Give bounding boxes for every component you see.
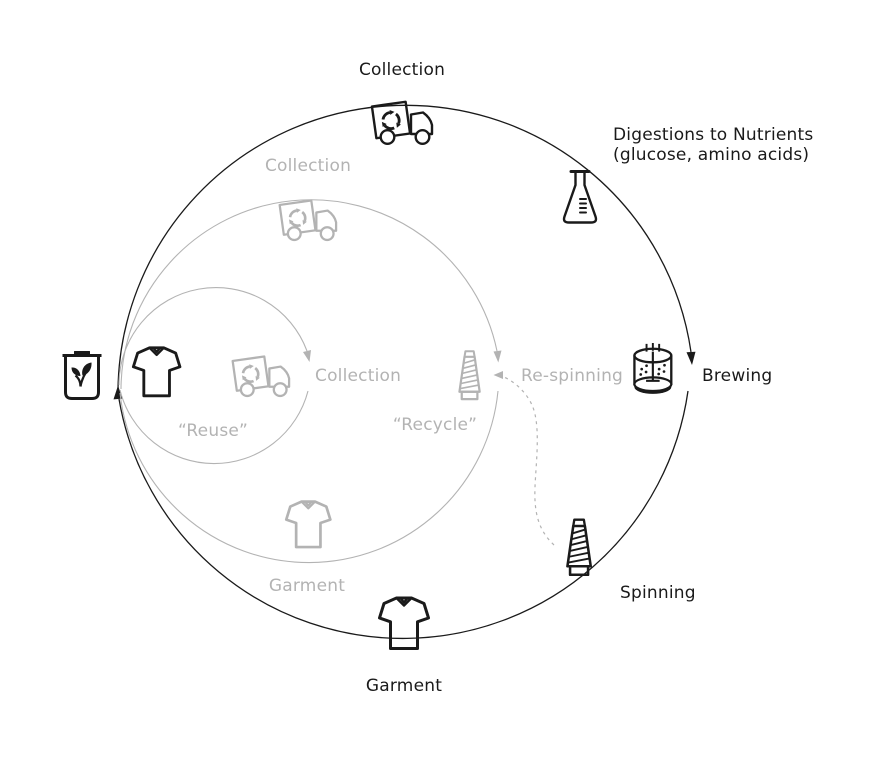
label-collection-outer: Collection	[359, 60, 445, 80]
recycle-arc-bottom	[119, 390, 499, 564]
spinning-to-respinning-link	[493, 371, 555, 546]
respinning-yarn-cone-icon	[458, 350, 481, 401]
label-spinning: Spinning	[620, 583, 696, 603]
label-digestion-line1: Digestions to Nutrients	[613, 125, 813, 145]
label-digestion-line2: (glucose, amino acids)	[613, 145, 809, 165]
garment-recycle-icon	[284, 500, 332, 549]
brewing-bioreactor-icon	[633, 341, 673, 396]
digestion-flask-icon	[562, 170, 598, 224]
consumer-garment-icon	[131, 346, 182, 398]
compost-bin-icon	[61, 350, 103, 400]
dashed-respin-path	[503, 376, 555, 546]
arrow-dashed-respin-icon	[493, 371, 503, 379]
label-collection-reuse: Collection	[315, 366, 401, 386]
label-garment-recycle: Garment	[269, 576, 345, 596]
reuse-loop-arc	[118, 287, 311, 465]
label-reuse-loop-title: “Reuse”	[178, 421, 248, 441]
label-respinning: Re-spinning	[521, 366, 623, 386]
outer-loop-arc	[113, 104, 696, 640]
reuse-arc-top	[118, 287, 308, 386]
recycle-arc-top	[120, 199, 498, 390]
label-brewing: Brewing	[702, 366, 772, 386]
outer-arc-bottom	[118, 390, 689, 640]
collection-truck-outer-icon	[372, 102, 432, 144]
label-recycle-loop-title: “Recycle”	[393, 415, 477, 435]
collection-truck-reuse-icon	[233, 357, 289, 396]
reuse-arc-bottom	[119, 389, 309, 465]
garment-outer-icon	[378, 596, 430, 650]
label-collection-recycle: Collection	[265, 156, 351, 176]
spinning-yarn-cone-icon	[566, 518, 593, 577]
label-garment-outer: Garment	[366, 676, 442, 696]
arrow-to-respinning-icon	[493, 350, 502, 363]
arrow-to-brewing-icon	[686, 351, 696, 365]
recycle-loop-arc	[119, 199, 502, 564]
arrow-to-collection-inner-icon	[303, 350, 311, 362]
outer-arc-top	[117, 104, 692, 391]
collection-truck-recycle-icon	[280, 201, 336, 240]
